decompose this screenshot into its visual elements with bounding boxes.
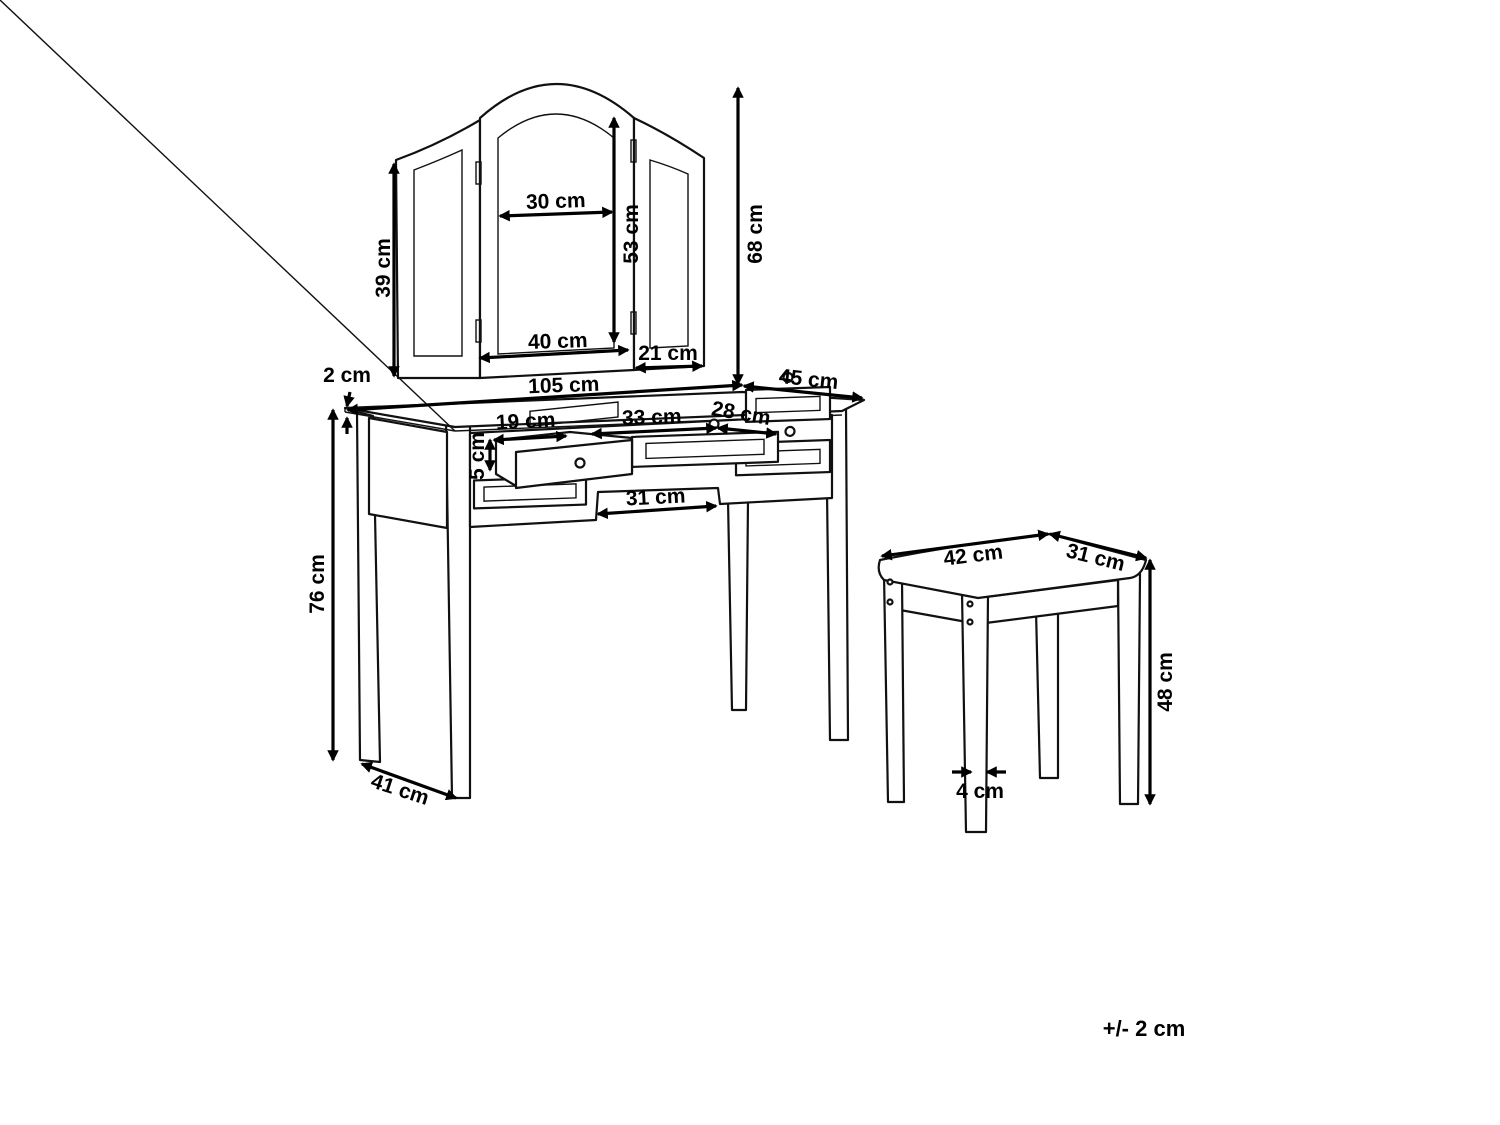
label-table-depth-leg: 41 cm — [368, 770, 432, 810]
label-drawer-height: 5 cm — [466, 432, 489, 480]
stool-leg-front-right — [1116, 572, 1142, 806]
label-stool-height: 48 cm — [1154, 652, 1177, 712]
label-mirror-center-width: 30 cm — [526, 189, 586, 214]
label-drawer-width-center: 33 cm — [622, 405, 682, 430]
drawer-center — [630, 430, 780, 469]
label-side-mirror-width: 21 cm — [638, 342, 698, 365]
dressing-table — [0, 0, 866, 800]
label-mirror-height-total: 53 cm — [620, 204, 643, 264]
tolerance-note: +/- 2 cm — [1103, 1016, 1186, 1041]
stool — [877, 532, 1148, 834]
label-side-mirror-height: 39 cm — [372, 238, 395, 298]
label-table-width: 105 cm — [528, 373, 600, 398]
stool-leg-left — [882, 572, 906, 804]
mirror-panel-left — [394, 118, 482, 380]
dimension-arrows — [327, 86, 1156, 806]
label-drawer-width-small: 19 cm — [495, 408, 556, 434]
table-apron-side — [367, 416, 449, 530]
dimension-labels: 30 cm 53 cm 68 cm 39 cm 40 cm 21 cm 2 cm… — [306, 189, 1185, 1041]
label-leg-thickness: 4 cm — [956, 780, 1004, 803]
tri-fold-mirror — [394, 82, 706, 380]
label-overall-height: 68 cm — [744, 204, 767, 264]
mirror-panel-right — [632, 116, 706, 372]
stool-leg-back-right — [1034, 608, 1060, 780]
label-knee-space: 31 cm — [625, 484, 686, 510]
label-mirror-base-width: 40 cm — [528, 329, 588, 354]
label-top-thickness: 2 cm — [323, 364, 371, 387]
table-leg-front-right — [726, 498, 750, 712]
label-table-height: 76 cm — [306, 554, 329, 614]
